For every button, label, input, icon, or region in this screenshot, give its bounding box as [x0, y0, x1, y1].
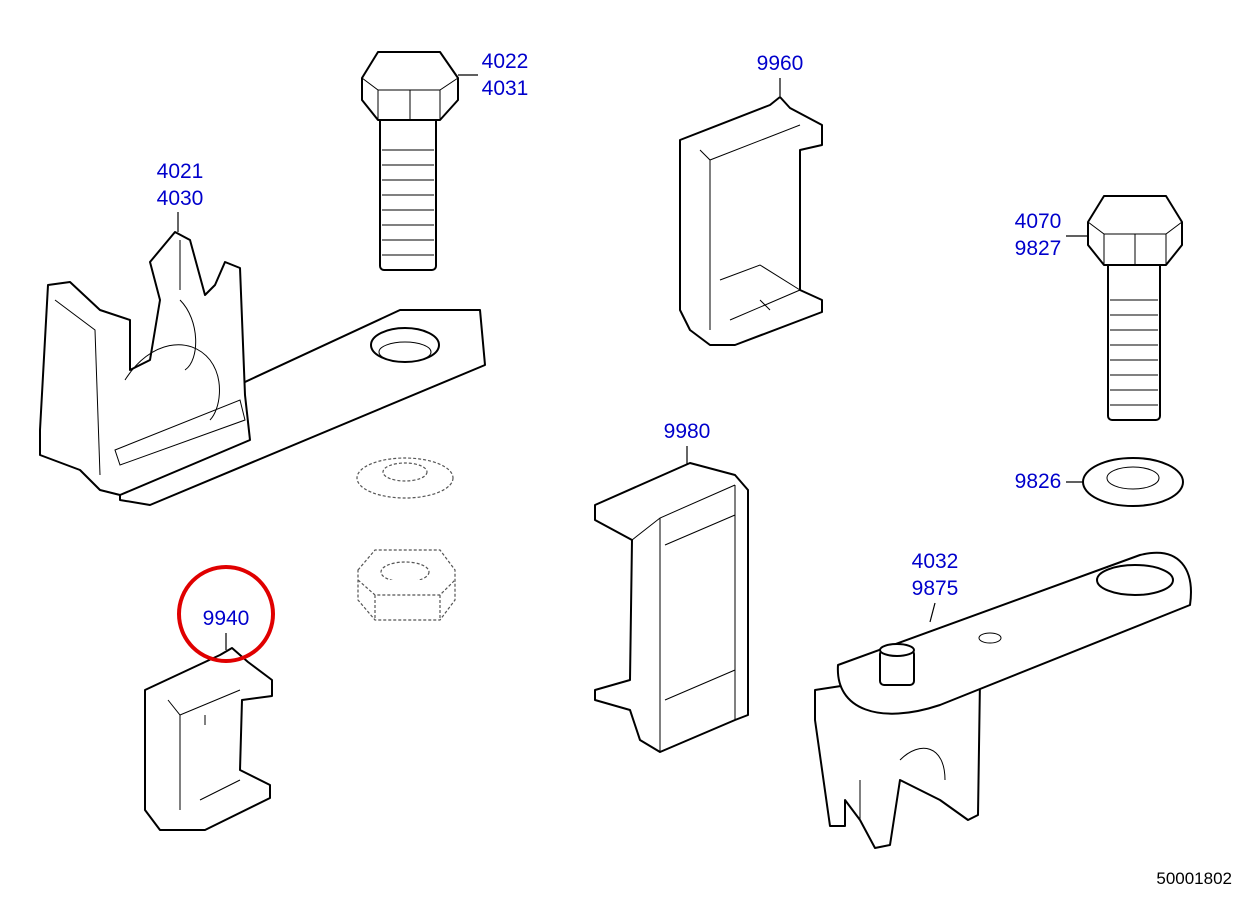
callout-clip-top[interactable]: 9960: [745, 50, 815, 77]
drawing-number: 50001802: [1156, 869, 1232, 888]
part-number: 9875: [911, 577, 959, 600]
part-number: 4021: [156, 160, 204, 183]
clip-9960: [679, 96, 823, 346]
part-number: 4032: [911, 550, 959, 573]
part-number: 4070: [1014, 210, 1062, 233]
nut-dashed: [357, 549, 456, 621]
part-number: 9960: [756, 52, 804, 75]
clamp-4021: [39, 231, 486, 506]
callout-bolt-top[interactable]: 4022 4031: [470, 48, 540, 102]
clip-9940: [144, 647, 273, 831]
part-number: 9827: [1014, 237, 1062, 260]
bolt-4022: [361, 51, 459, 271]
callout-bracket-right[interactable]: 4032 9875: [900, 548, 970, 602]
part-number: 9826: [1014, 470, 1062, 493]
bolt-4070: [1087, 195, 1183, 421]
highlight-circle: [177, 565, 275, 663]
part-number: 9940: [202, 607, 250, 630]
callout-clip-small[interactable]: 9940: [191, 605, 261, 632]
callout-bolt-right[interactable]: 4070 9827: [1003, 208, 1073, 262]
part-number: 4030: [156, 187, 204, 210]
part-number: 4022: [481, 50, 529, 73]
part-number: 9980: [663, 420, 711, 443]
callout-clamp-left[interactable]: 4021 4030: [145, 158, 215, 212]
washer-dashed: [356, 457, 454, 499]
part-number: 4031: [481, 77, 529, 100]
leader-lines: [177, 74, 1088, 650]
washer-9826: [1082, 457, 1184, 507]
callout-washer-right[interactable]: 9826: [1003, 468, 1073, 495]
bracket-4032: [814, 551, 1192, 849]
callout-clip-middle[interactable]: 9980: [652, 418, 722, 445]
clip-9980: [594, 462, 749, 753]
